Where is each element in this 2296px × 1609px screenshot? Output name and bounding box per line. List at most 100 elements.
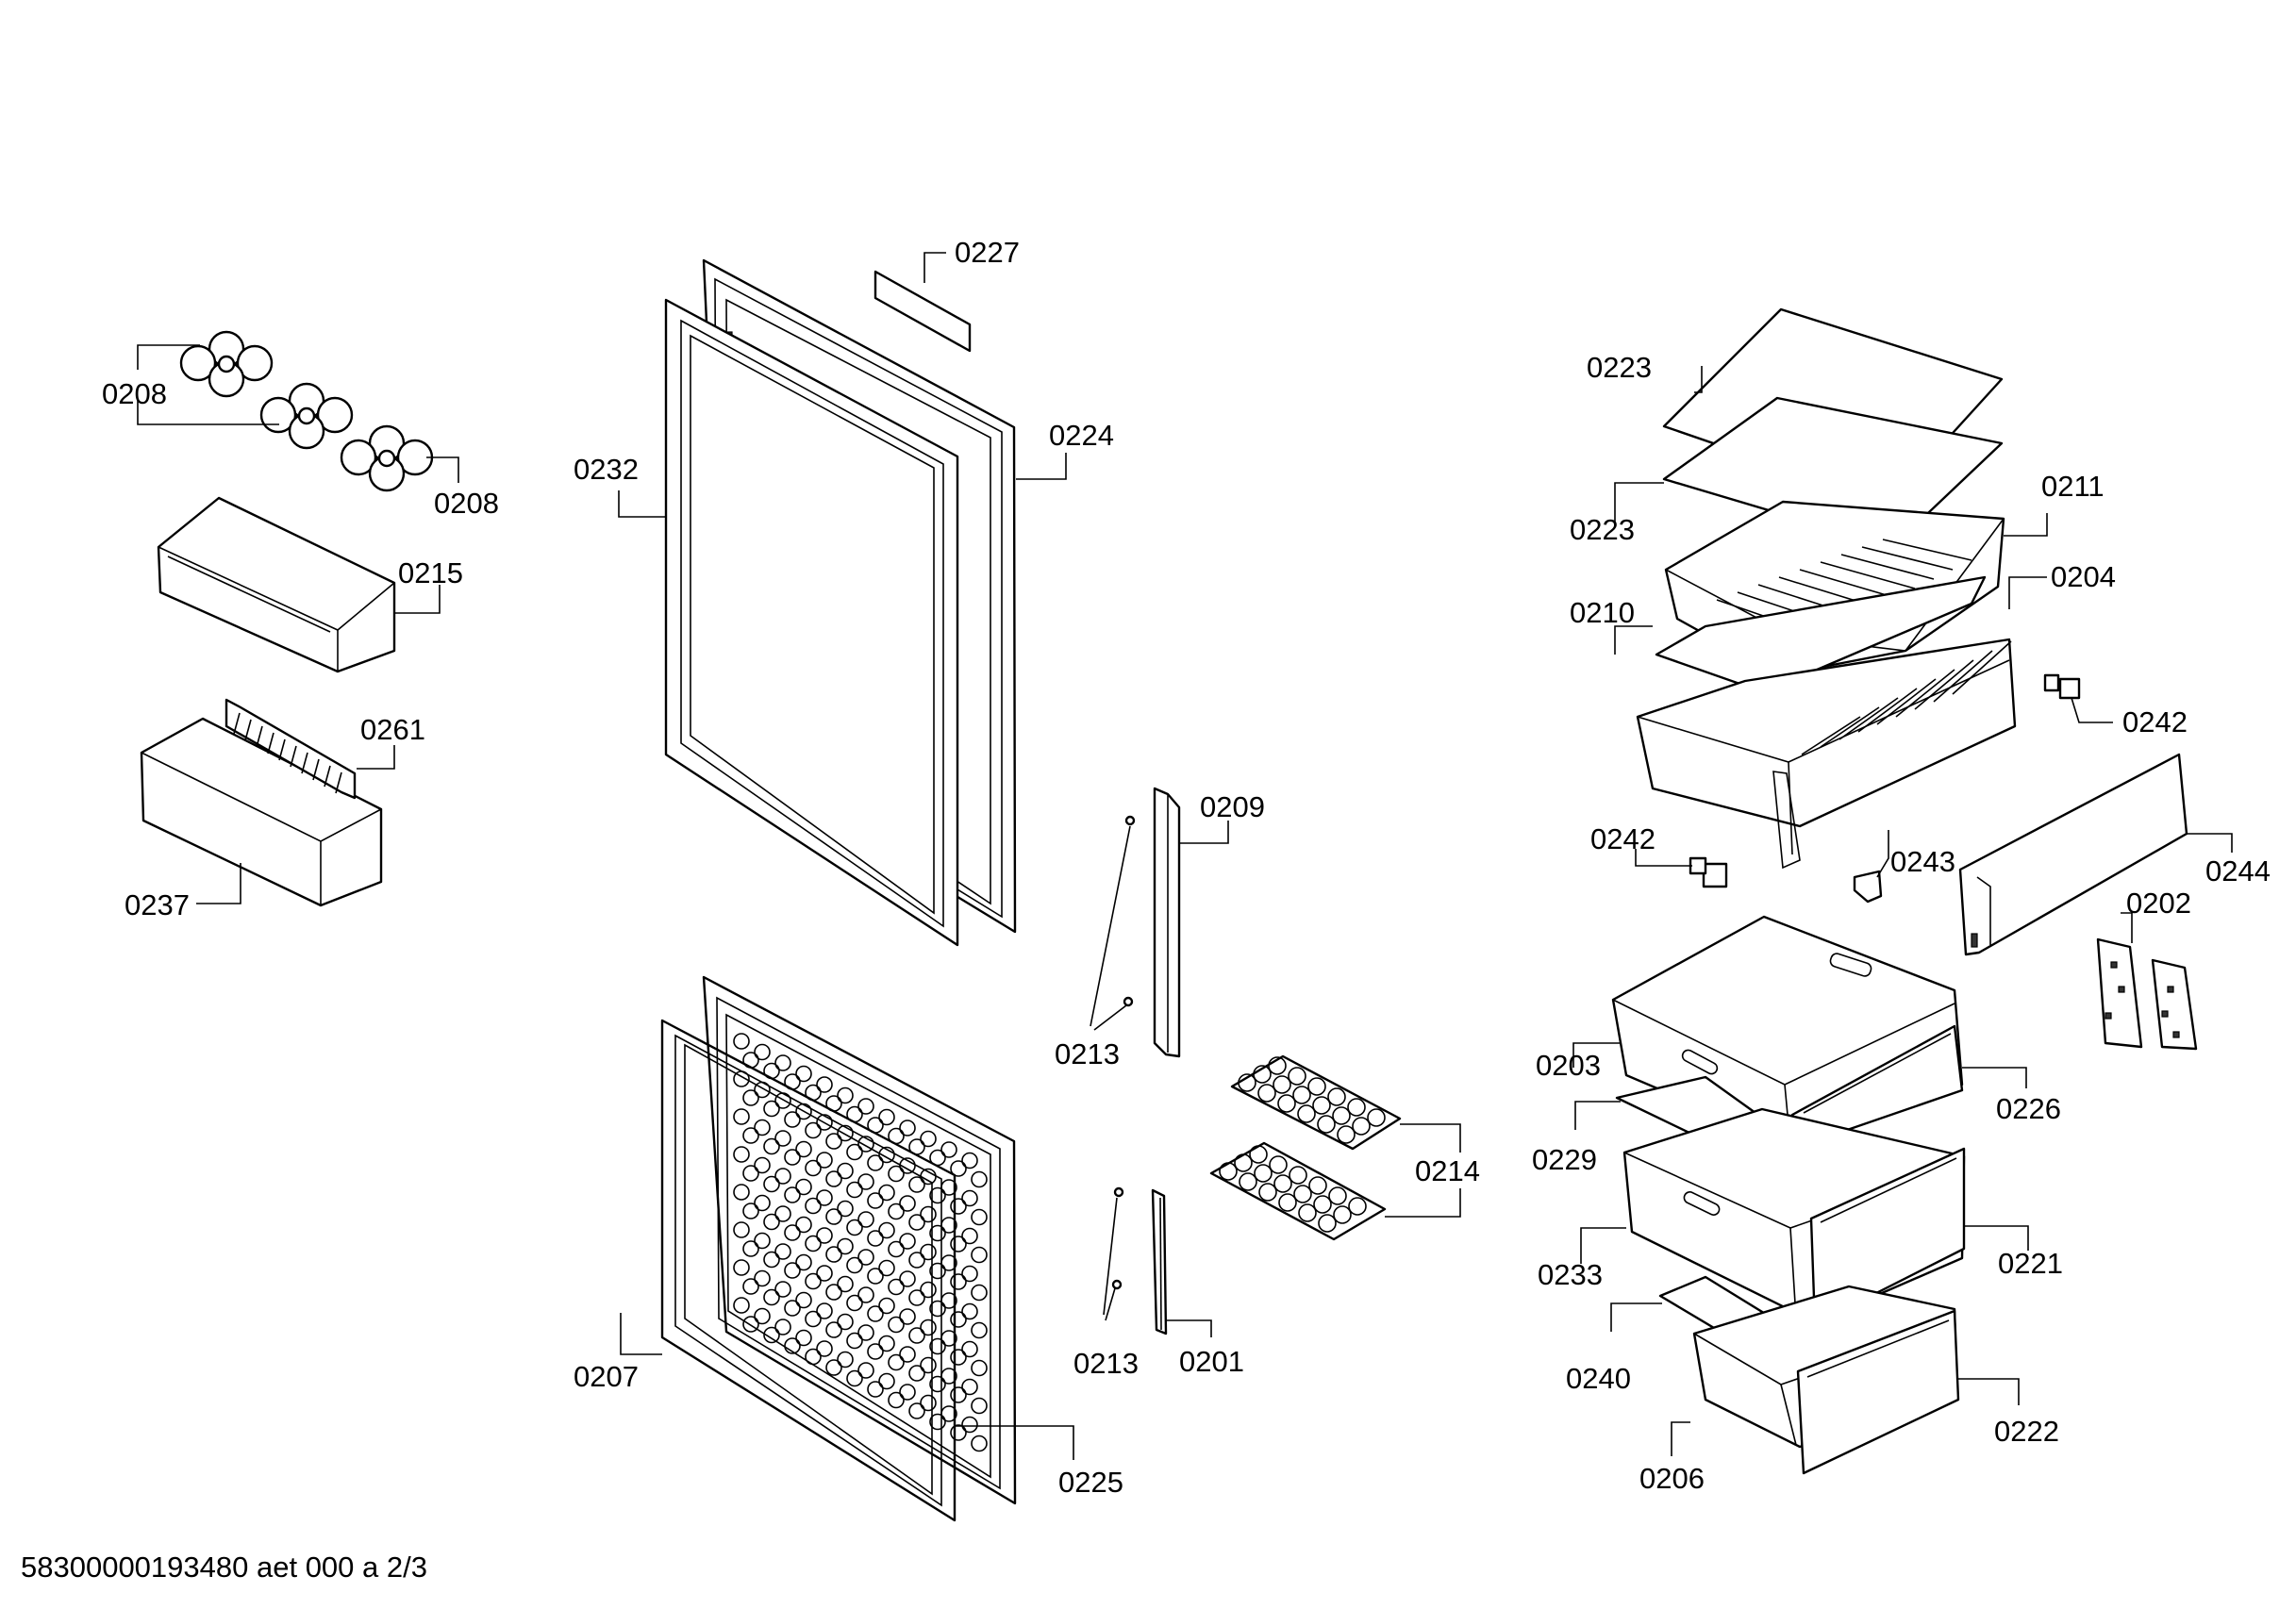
dimple-mark xyxy=(857,1249,874,1266)
dimple-mark xyxy=(754,1156,771,1174)
dimple-mark xyxy=(763,1288,780,1306)
dimple-mark xyxy=(878,1335,895,1352)
part-number-0242: 0242 xyxy=(2122,705,2188,738)
rib-mark xyxy=(1820,561,1916,589)
dimple-mark xyxy=(733,1146,750,1163)
dimple-mark xyxy=(733,1259,750,1276)
dimple-mark xyxy=(846,1332,863,1350)
dimple-mark xyxy=(1317,1115,1336,1134)
dimple-mark xyxy=(908,1402,925,1419)
insert-ridges xyxy=(233,712,342,794)
dimple-mark xyxy=(961,1378,978,1396)
dimple-mark xyxy=(1327,1087,1346,1106)
dimple-mark xyxy=(742,1089,759,1106)
dimple-mark xyxy=(1367,1108,1386,1127)
dimple-mark xyxy=(878,1146,895,1164)
part-number-0211: 0211 xyxy=(2041,470,2105,503)
dimple-mark xyxy=(1277,1094,1296,1113)
dimple-mark xyxy=(763,1100,780,1118)
dimple-mark xyxy=(929,1300,946,1318)
dimple-mark xyxy=(754,1232,771,1250)
dimple-mark xyxy=(825,1133,842,1150)
dimple-mark xyxy=(825,1284,842,1301)
egg-tray-part xyxy=(340,424,434,492)
rib-mark xyxy=(1840,554,1935,580)
dimple-mark xyxy=(950,1424,967,1441)
dimple-mark xyxy=(733,1108,750,1125)
dimple-mark xyxy=(878,1108,895,1126)
dimple-mark xyxy=(825,1321,842,1338)
dimple-mark xyxy=(763,1251,780,1269)
screw-part xyxy=(1111,815,1136,1290)
dimple-mark xyxy=(805,1348,822,1366)
dimple-mark xyxy=(857,1173,874,1190)
part-number-0214: 0214 xyxy=(1415,1154,1480,1187)
door-shelf-part xyxy=(157,496,396,673)
dimple-mark xyxy=(795,1216,812,1234)
dimple-mark xyxy=(961,1189,978,1207)
dimple-mark xyxy=(1268,1056,1287,1075)
dimple-mark xyxy=(1298,1203,1317,1222)
dimple-mark xyxy=(825,1170,842,1187)
dimple-mark xyxy=(1273,1075,1291,1094)
dimple-mark xyxy=(920,1394,937,1412)
dimple-mark xyxy=(857,1324,874,1341)
hinge-cover-small-part xyxy=(1151,1188,1168,1335)
dimple-mark xyxy=(816,1152,833,1169)
dimple-mark xyxy=(940,1141,957,1158)
part-number-0215: 0215 xyxy=(398,556,463,589)
dimple-mark xyxy=(784,1300,801,1317)
dimple-mark xyxy=(888,1203,905,1220)
dimple-mark xyxy=(816,1189,833,1206)
dimple-mark xyxy=(1347,1098,1366,1117)
part-number-0207: 0207 xyxy=(574,1360,639,1393)
rib-mark xyxy=(1952,640,2012,695)
dimple-mark xyxy=(867,1381,884,1398)
dimple-mark xyxy=(742,1127,759,1144)
dimple-mark xyxy=(795,1065,812,1083)
dimple-mark xyxy=(929,1224,946,1242)
dimple-mark xyxy=(920,1205,937,1223)
dimple-mark xyxy=(899,1195,916,1212)
dimple-mark xyxy=(867,1305,884,1322)
part-number-0204: 0204 xyxy=(2051,560,2116,593)
dimple-mark xyxy=(971,1435,988,1452)
dimple-mark xyxy=(742,1316,759,1333)
egg-tray-part xyxy=(259,382,354,450)
dimple-mark xyxy=(763,1137,780,1155)
dimple-mark xyxy=(857,1286,874,1303)
lower-door-panel-part xyxy=(702,975,1017,1505)
dimple-mark xyxy=(784,1149,801,1166)
rib-mark xyxy=(1876,678,1937,725)
dimple-mark xyxy=(805,1159,822,1177)
dimple-mark xyxy=(1332,1106,1351,1125)
clip-part xyxy=(1689,856,1728,888)
part-number-0240: 0240 xyxy=(1566,1362,1631,1395)
part-number-0222: 0222 xyxy=(1994,1415,2059,1448)
dimple-mark xyxy=(920,1130,937,1148)
dimple-mark xyxy=(971,1397,988,1415)
part-number-0213: 0213 xyxy=(1073,1347,1139,1380)
dimple-mark xyxy=(805,1235,822,1252)
freezer-drawer-middle-part xyxy=(1622,1107,1966,1326)
dimple-mark xyxy=(1288,1067,1306,1086)
dimple-mark xyxy=(837,1162,854,1180)
part-number-0202: 0202 xyxy=(2126,887,2191,920)
dimple-mark xyxy=(846,1219,863,1236)
part-number-0243: 0243 xyxy=(1890,845,1955,878)
part-number-0206: 0206 xyxy=(1639,1462,1705,1495)
dimple-mark xyxy=(971,1321,988,1339)
dimple-mark xyxy=(929,1375,946,1393)
part-number-0261: 0261 xyxy=(360,713,425,746)
rib-mark xyxy=(1820,706,1880,748)
dimple-mark xyxy=(1239,1172,1257,1191)
dimple-mark xyxy=(816,1302,833,1319)
dimple-mark xyxy=(878,1372,895,1390)
dimple-mark xyxy=(816,1265,833,1282)
dimple-mark xyxy=(1278,1193,1297,1212)
dimple-mark xyxy=(805,1197,822,1215)
freezer-drawer-bottom-part xyxy=(1692,1285,1960,1475)
dimple-mark xyxy=(929,1413,946,1431)
dimple-mark xyxy=(920,1319,937,1336)
